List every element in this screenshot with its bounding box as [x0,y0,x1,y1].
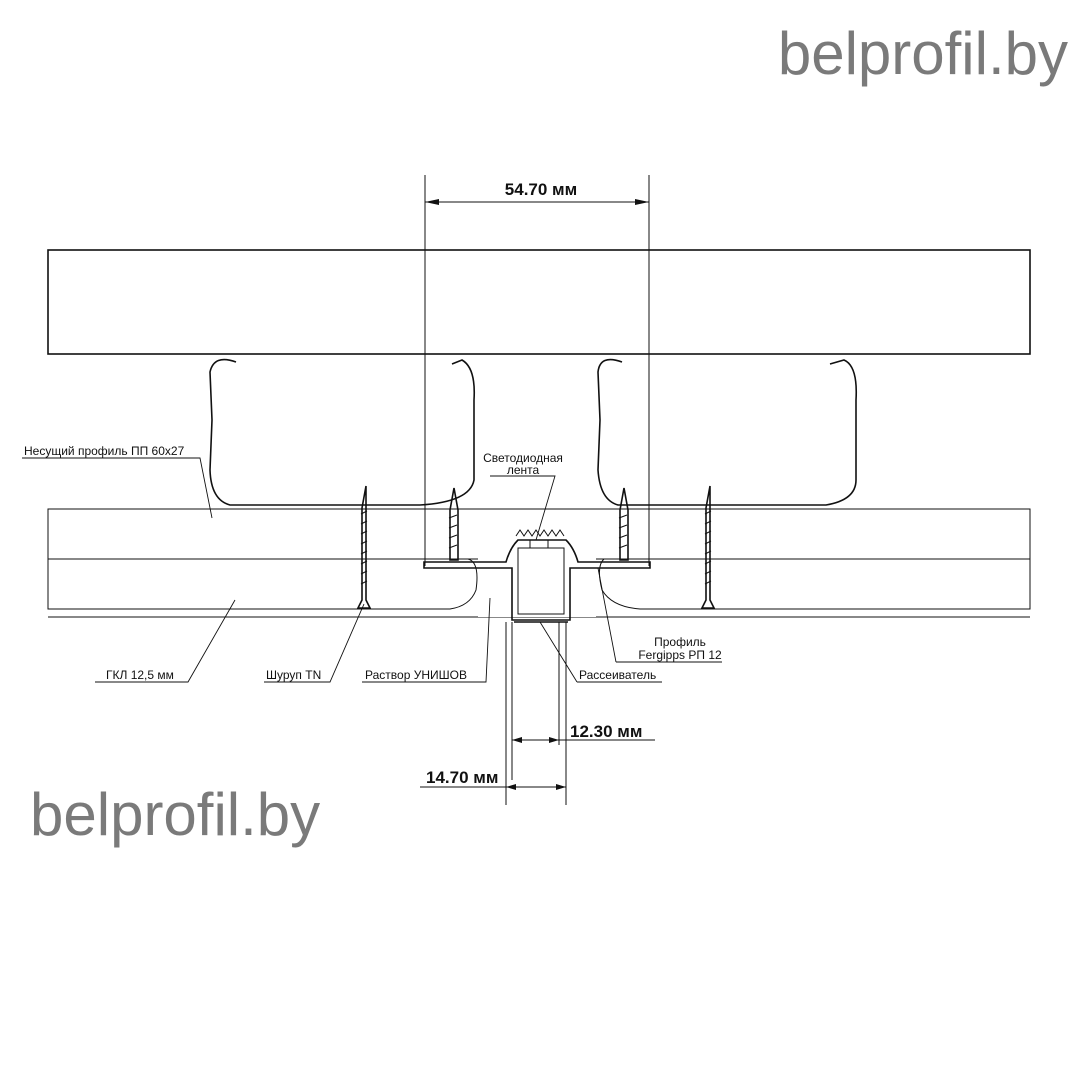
screw-left [356,485,372,609]
label-profile-2: Fergipps РП 12 [638,648,722,662]
label-diffuser: Рассеиватель [579,668,656,682]
profile-rp12 [423,539,651,621]
dim-outer-label: 14.70 мм [426,768,498,787]
screw-right [700,485,716,609]
leader-mortar [362,597,491,683]
screw-mid-left [448,487,459,561]
watermark-bottom-left: belprofil.by [30,781,320,848]
watermark-top-right: belprofil.by [778,20,1068,87]
leader-profile [597,567,722,663]
label-led-strip-2: лента [507,463,540,477]
dim-top-label: 54.70 мм [505,180,577,199]
label-led-strip-1: Светодиодная [483,451,563,465]
label-profile-1: Профиль [654,635,706,649]
concrete-slab [47,249,1031,355]
led-strip [529,539,549,549]
leader-screw [264,603,365,683]
joint-gap [478,512,596,617]
profile-inner-wall [517,547,565,615]
carrier-profile-right [597,358,858,506]
dim-inner-label: 12.30 мм [570,722,642,741]
label-mortar: Раствор УНИШОВ [365,668,467,682]
carrier-profile-left [209,358,476,506]
leader-gkl [95,599,236,683]
leader-carrier-profile [22,457,213,519]
leader-diffuser [539,621,662,683]
label-carrier-profile: Несущий профиль ПП 60x27 [24,444,185,458]
screw-mid-right [618,487,629,561]
gkl-layer-lower-right [598,558,1031,610]
gkl-layer-lower-left [47,558,478,610]
leader-led-strip [490,475,556,541]
label-screw: Шуруп TN [266,668,321,682]
led-strip-teeth [515,529,565,537]
dim-inner-arrows [512,737,559,743]
label-gkl: ГКЛ 12,5 мм [106,668,174,682]
